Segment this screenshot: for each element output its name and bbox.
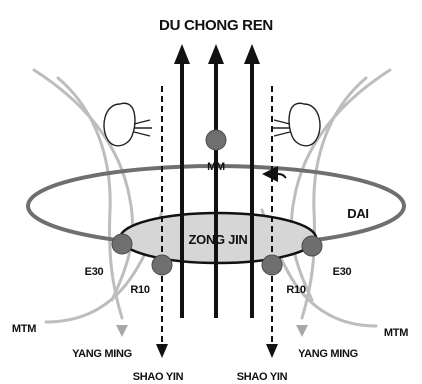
dai-label: DAI [347,206,369,221]
shao-yin-left-label: SHAO YIN [133,371,184,383]
mtm-left-label: MTM [12,323,36,335]
title-label: DU CHONG REN [159,17,273,34]
yang-ming-left-arrow [116,325,128,337]
r10-left-label: R10 [130,284,149,296]
e30-right-label: E30 [333,266,352,278]
yang-ming-left-label: YANG MING [72,348,132,360]
arrow-up-icon [208,44,224,64]
yang-ming-arrowheads [116,325,308,337]
point-r10-left [152,255,172,275]
channel-arrowheads [174,44,260,64]
point-e30-right [302,236,322,256]
left-kidney-icon [104,103,152,146]
zong-jin-label: ZONG JIN [189,232,248,247]
e30-left-label: E30 [85,266,104,278]
mtm-right-label: MTM [384,327,408,339]
dai-arrow-tail [278,174,286,178]
yang-ming-curves [34,70,390,326]
point-e30-left [112,234,132,254]
shao-yin-right-label: SHAO YIN [237,371,288,383]
shao-yin-arrowheads [156,344,278,358]
point-r10-right [262,255,282,275]
du-chong-ren-channels [182,60,252,318]
yang-ming-right-arrow [296,325,308,337]
arrow-up-icon [244,44,260,64]
yang-ming-right-label: YANG MING [298,348,358,360]
r10-right-label: R10 [286,284,305,296]
right-kidney-icon [272,103,320,146]
point-mm [206,130,226,150]
mm-label: MM [207,161,225,173]
arrow-down-icon [266,344,278,358]
arrow-down-icon [156,344,168,358]
arrow-up-icon [174,44,190,64]
